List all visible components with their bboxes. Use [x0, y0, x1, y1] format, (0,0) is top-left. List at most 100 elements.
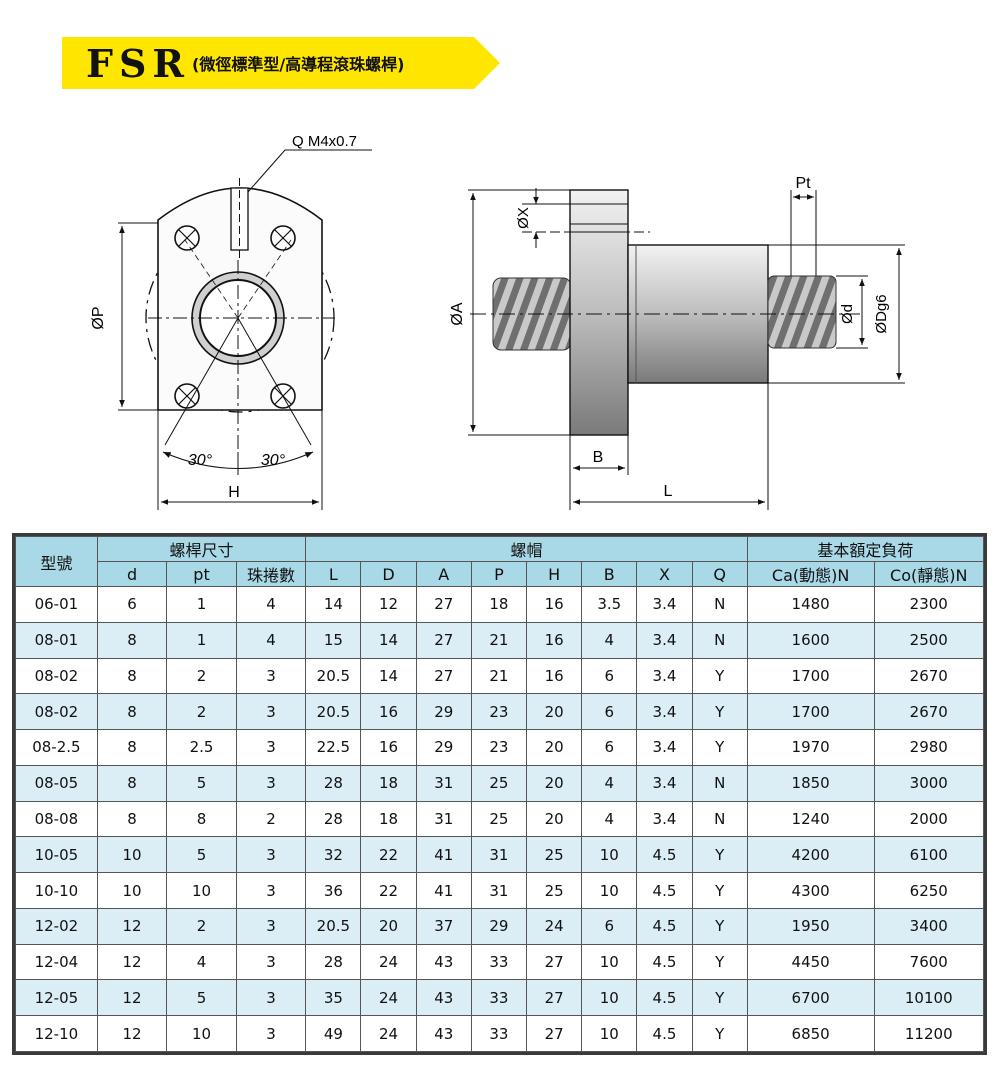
table-cell: 25	[470, 764, 528, 802]
table-cell: 4.5	[636, 943, 693, 981]
table-cell: 2500	[873, 621, 985, 659]
table-cell: 21	[470, 657, 528, 695]
header-col-pt: pt	[166, 561, 237, 587]
table-cell: 12	[360, 586, 417, 623]
table-cell: 3.5	[581, 586, 638, 623]
table-cell: 6850	[746, 1015, 875, 1052]
table-cell: 33	[470, 979, 528, 1017]
table-cell-model: 08-05	[15, 764, 98, 802]
table-cell: 12	[96, 979, 168, 1017]
front-view: 30° 30° Q M4x0.7 ØP H	[90, 133, 372, 510]
table-cell: 16	[526, 657, 583, 695]
table-cell: 2	[166, 657, 237, 695]
table-cell: 2300	[873, 586, 985, 623]
table-cell: 12	[96, 907, 168, 945]
dim-b-label: B	[593, 449, 604, 466]
table-cell: 25	[526, 836, 583, 874]
table-cell-model: 10-05	[15, 836, 98, 874]
table-cell: 31	[415, 800, 472, 838]
table-cell: 8	[96, 657, 168, 695]
table-cell: 3	[235, 872, 307, 909]
table-cell: 8	[96, 764, 168, 802]
table-cell: 3.4	[636, 621, 693, 659]
thread-label: Q M4x0.7	[292, 133, 357, 150]
title-banner: FSR (微徑標準型/高導程滾珠螺桿)	[62, 37, 502, 89]
table-cell-model: 08-2.5	[15, 729, 98, 766]
table-cell: 36	[305, 872, 362, 909]
table-cell: 10	[96, 872, 168, 909]
table-cell-model: 12-10	[15, 1015, 98, 1052]
banner-arrow-shape	[62, 37, 500, 89]
table-cell: 18	[470, 586, 528, 623]
header-col-turns: 珠捲數	[235, 561, 307, 587]
table-cell: 2	[166, 693, 237, 731]
table-cell: 3	[235, 729, 307, 766]
header-col-b: B	[581, 561, 638, 587]
table-cell: 22.5	[305, 729, 362, 766]
table-cell: 3	[235, 907, 307, 945]
side-flange	[569, 189, 629, 436]
table-cell: 4	[581, 621, 638, 659]
table-cell: 3	[235, 693, 307, 731]
table-cell: 10	[581, 943, 638, 981]
table-cell: 35	[305, 979, 362, 1017]
table-cell: Y	[691, 836, 748, 874]
header-col-a: A	[415, 561, 472, 587]
header-col-d: d	[96, 561, 168, 587]
table-cell: 10	[166, 1015, 237, 1052]
table-cell: 10	[166, 872, 237, 909]
table-cell: 16	[526, 621, 583, 659]
table-cell: 49	[305, 1015, 362, 1052]
table-cell: Y	[691, 693, 748, 731]
table-cell: 4.5	[636, 979, 693, 1017]
table-cell: 23	[470, 729, 528, 766]
table-cell: Y	[691, 872, 748, 909]
table-cell: 3	[235, 657, 307, 695]
table-cell: 31	[415, 764, 472, 802]
table-cell: 1240	[746, 800, 875, 838]
table-cell: 8	[166, 800, 237, 838]
angle-right-label: 30°	[261, 452, 286, 469]
table-cell: 25	[470, 800, 528, 838]
table-cell: 6250	[873, 872, 985, 909]
dim-l-label: L	[664, 483, 673, 500]
table-cell: 6	[581, 657, 638, 695]
table-cell: 6	[581, 693, 638, 731]
table-cell-model: 08-01	[15, 621, 98, 659]
table-cell: 4.5	[636, 836, 693, 874]
table-cell: 20.5	[305, 657, 362, 695]
table-cell: 20	[526, 764, 583, 802]
table-cell: 10	[581, 1015, 638, 1052]
table-cell: 24	[360, 979, 417, 1017]
table-cell: 4300	[746, 872, 875, 909]
table-cell: 22	[360, 836, 417, 874]
table-cell: 1600	[746, 621, 875, 659]
table-cell: 22	[360, 872, 417, 909]
table-cell: 5	[166, 764, 237, 802]
table-cell: Y	[691, 729, 748, 766]
header-col-q: Q	[691, 561, 748, 587]
table-cell: 1850	[746, 764, 875, 802]
side-view: ØX ØA Pt Ød ØDg6 B	[449, 175, 905, 510]
table-cell: 27	[526, 943, 583, 981]
table-cell: 24	[360, 943, 417, 981]
table-cell: 3	[235, 764, 307, 802]
table-cell: 4	[235, 586, 307, 623]
dim-d-label: Ød	[839, 304, 856, 324]
table-cell: 3000	[873, 764, 985, 802]
title-text: FSR (微徑標準型/高導程滾珠螺桿)	[86, 41, 405, 86]
header-group-load: 基本額定負荷	[746, 536, 985, 562]
header-col-x: X	[636, 561, 693, 587]
table-cell: Y	[691, 1015, 748, 1052]
table-cell: 3	[235, 943, 307, 981]
table-cell: 20	[526, 800, 583, 838]
table-cell: Y	[691, 657, 748, 695]
table-cell: 27	[526, 1015, 583, 1052]
title-subtitle: (微徑標準型/高導程滾珠螺桿)	[192, 55, 405, 74]
